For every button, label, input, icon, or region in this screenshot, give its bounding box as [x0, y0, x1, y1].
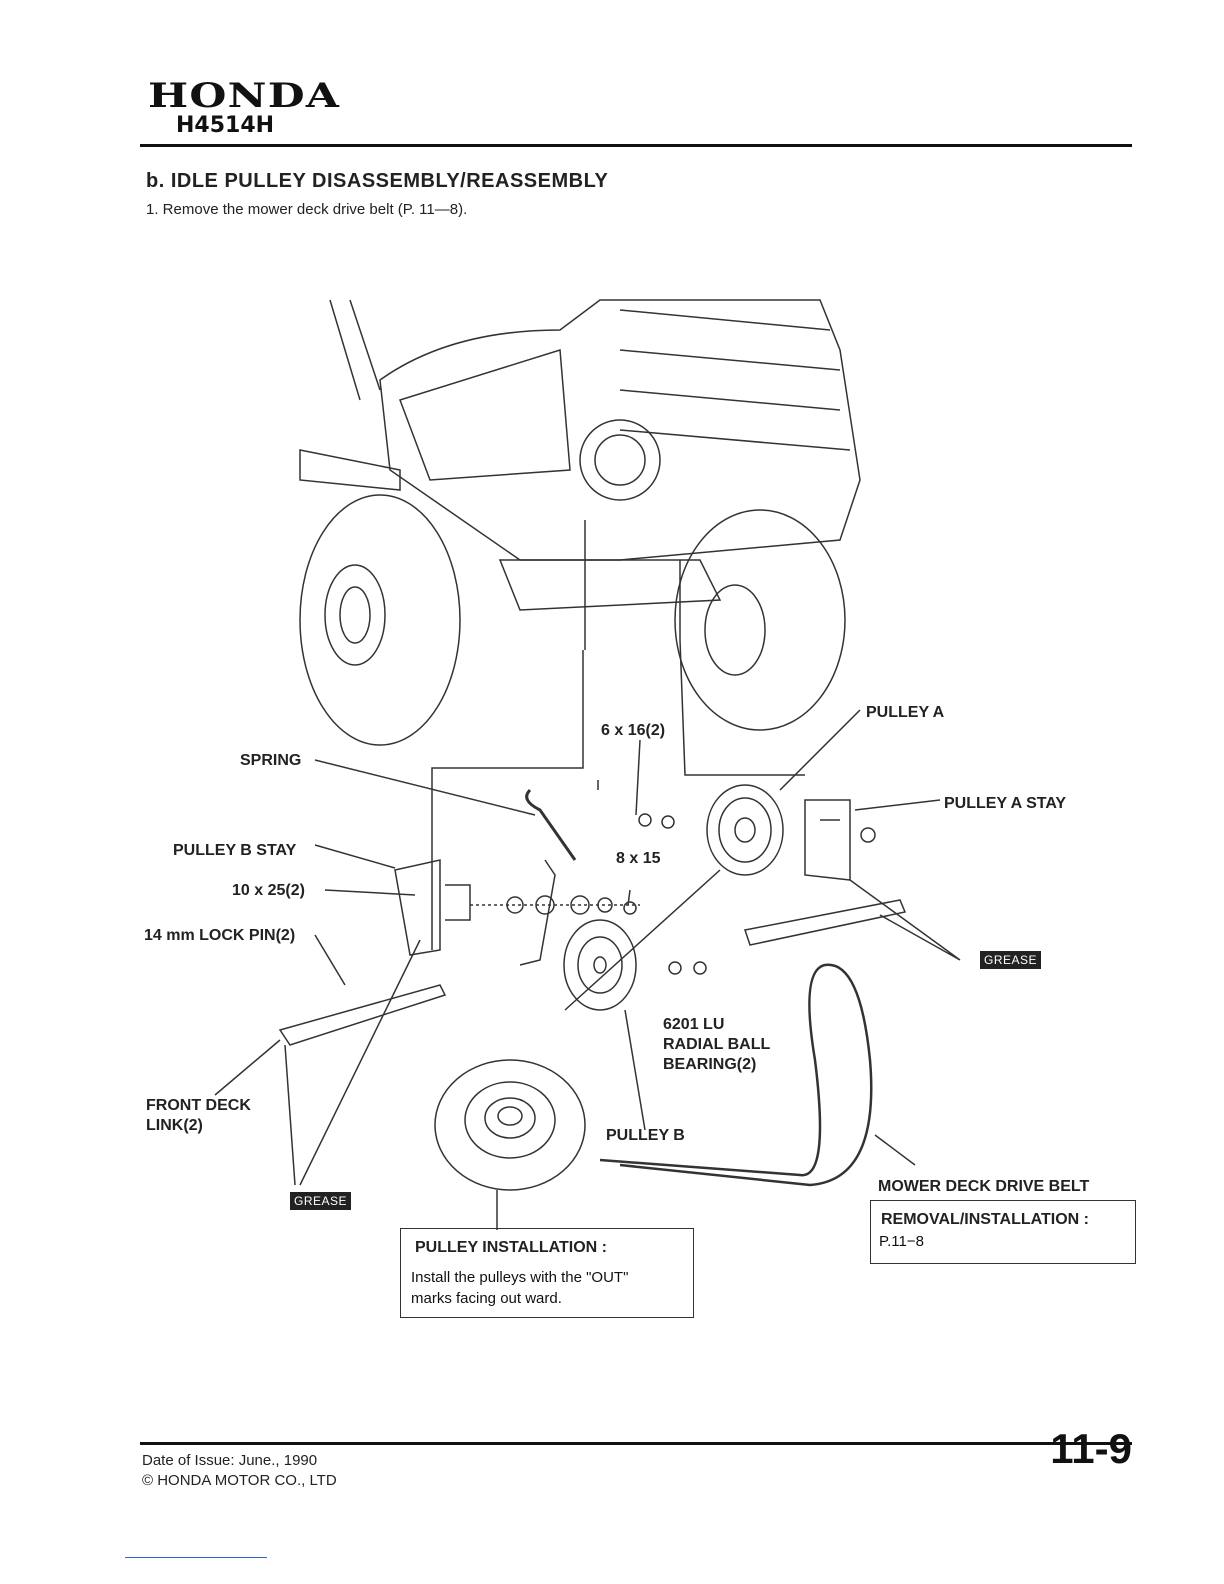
footer-rule [140, 1442, 1132, 1445]
belt-note-title: REMOVAL/INSTALLATION : [881, 1211, 1089, 1228]
pulley-note-line2: marks facing out ward. [411, 1290, 562, 1307]
drive-belt [599, 963, 873, 1187]
section-title: b. IDLE PULLEY DISASSEMBLY/REASSEMBLY [146, 170, 609, 192]
tractor-illustration [299, 299, 861, 746]
label-lock-pin: 14 mm LOCK PIN(2) [144, 927, 296, 944]
grease-badge: GREASE [980, 951, 1042, 969]
pulley-a-shape [706, 784, 784, 876]
page-number: 11-9 [1050, 1425, 1132, 1472]
label-pulley-b: PULLEY B [606, 1127, 685, 1144]
label-bearing-2: RADIAL BALL [663, 1036, 771, 1053]
belt-note-box: REMOVAL/INSTALLATION : P.11−8 [870, 1200, 1136, 1264]
spring-shape [525, 788, 577, 861]
label-pulley-b-stay: PULLEY B STAY [173, 842, 297, 859]
label-belt: MOWER DECK DRIVE BELT [878, 1178, 1090, 1195]
label-front-deck-link-1: FRONT DECK [146, 1097, 251, 1114]
label-front-deck-link-2: LINK(2) [146, 1117, 203, 1134]
label-bolt-8x15: 8 x 15 [616, 850, 661, 867]
pulley-detail [434, 1059, 586, 1191]
pulley-b-shape [563, 919, 637, 1011]
model-number: H4514H [176, 113, 275, 138]
pulley-note-title: PULLEY INSTALLATION : [415, 1239, 607, 1256]
label-bolt-10x25: 10 x 25(2) [232, 882, 305, 899]
label-pulley-a-stay: PULLEY A STAY [944, 795, 1067, 812]
front-deck-link [278, 984, 447, 1046]
issue-date: Date of Issue: June., 1990 [142, 1452, 318, 1469]
label-bolt-6x16: 6 x 16(2) [601, 722, 666, 739]
copyright: © HONDA MOTOR CO., LTD [142, 1472, 337, 1489]
label-pulley-a: PULLEY A [866, 704, 945, 721]
label-bearing-3: BEARING(2) [663, 1056, 757, 1073]
belt-note-ref: P.11−8 [879, 1233, 924, 1250]
honda-logo: HONDA [148, 76, 341, 116]
header-rule [140, 144, 1132, 147]
step-1: 1. Remove the mower deck drive belt (P. … [146, 201, 468, 218]
label-bearing-1: 6201 LU [663, 1016, 725, 1033]
link-underline [125, 1557, 267, 1558]
pulley-note-line1: Install the pulleys with the "OUT" [411, 1269, 629, 1286]
label-spring: SPRING [240, 752, 302, 769]
grease-badge: GREASE [290, 1192, 352, 1210]
pulley-installation-note: PULLEY INSTALLATION : Install the pulley… [400, 1228, 694, 1318]
